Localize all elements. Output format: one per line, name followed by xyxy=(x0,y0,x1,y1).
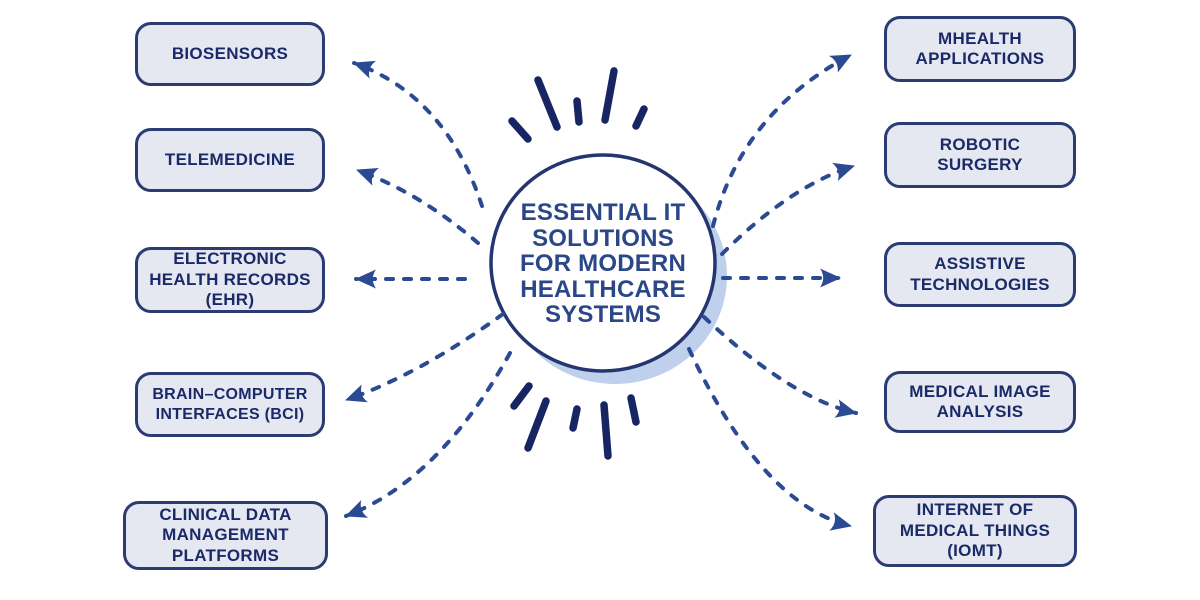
sun-rays-top-icon xyxy=(508,67,648,143)
sun-rays-bottom-icon xyxy=(510,382,640,460)
arrow-to-clinical-data xyxy=(344,351,512,518)
arrow-to-iomt xyxy=(687,347,853,531)
node-assistive-technologies: ASSISTIVE TECHNOLOGIES xyxy=(884,242,1076,307)
connector-arrows xyxy=(344,53,858,531)
node-clinical-data-management: CLINICAL DATA MANAGEMENT PLATFORMS xyxy=(123,501,328,570)
node-biosensors: BIOSENSORS xyxy=(135,22,325,86)
node-medical-image-analysis: MEDICAL IMAGE ANALYSIS xyxy=(884,371,1076,433)
node-telemedicine: TELEMEDICINE xyxy=(135,128,325,192)
arrow-to-medical-image xyxy=(702,315,858,418)
node-brain-computer-interfaces: BRAIN–COMPUTER INTERFACES (BCI) xyxy=(135,372,325,437)
node-internet-of-medical-things: INTERNET OF MEDICAL THINGS (IOMT) xyxy=(873,495,1077,567)
arrow-to-telemedicine xyxy=(355,167,480,245)
node-mhealth-applications: MHEALTH APPLICATIONS xyxy=(884,16,1076,82)
central-topic: ESSENTIAL IT SOLUTIONS FOR MODERN HEALTH… xyxy=(520,199,686,329)
arrow-to-biosensors xyxy=(352,60,484,208)
center-circle xyxy=(489,153,727,384)
node-robotic-surgery: ROBOTIC SURGERY xyxy=(884,122,1076,188)
node-electronic-health-records: ELECTRONIC HEALTH RECORDS (EHR) xyxy=(135,247,325,313)
arrow-to-bci xyxy=(344,312,505,403)
arrow-to-robotic-surgery xyxy=(720,162,856,256)
arrow-to-mhealth xyxy=(711,53,853,228)
